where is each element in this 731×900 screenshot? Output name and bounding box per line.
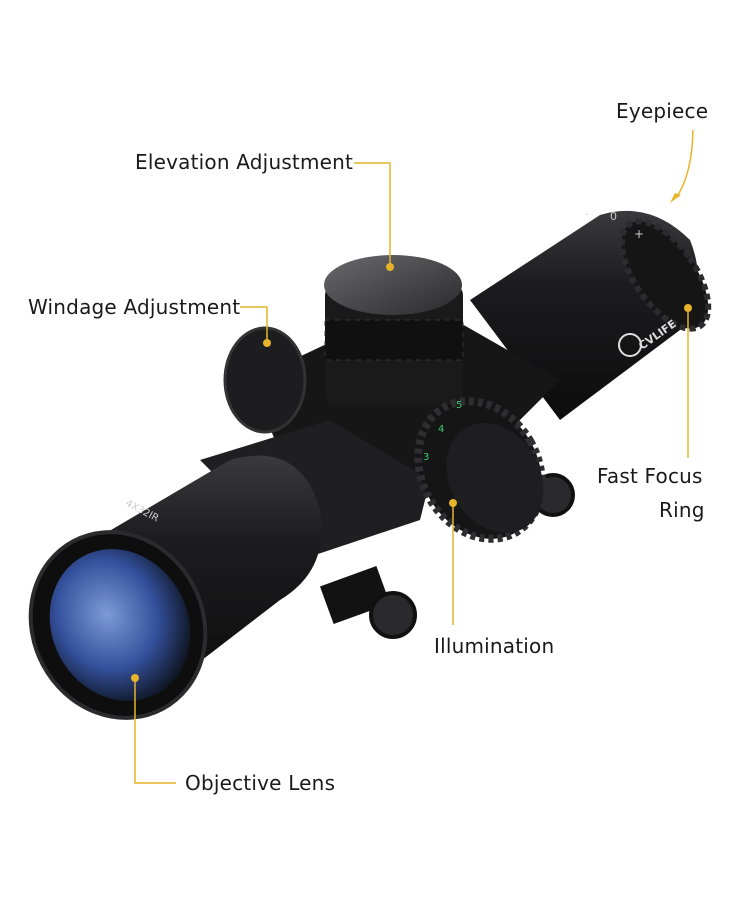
label-elevation-adjustment: Elevation Adjustment — [135, 150, 354, 174]
label-objective-lens: Objective Lens — [185, 771, 336, 795]
illumination-knob: 5 4 3 — [414, 397, 546, 543]
arrowhead-icon — [670, 193, 681, 203]
illumination-mark: 5 — [456, 400, 462, 411]
windage-turret — [223, 326, 307, 434]
eyepiece-callout-arrow — [675, 129, 694, 199]
objective-lens — [49, 549, 191, 701]
label-fast-focus-ring-2: Ring — [659, 498, 705, 522]
windage-callout-line — [240, 306, 268, 343]
label-eyepiece: Eyepiece — [616, 99, 709, 123]
brand-logo-icon — [618, 333, 642, 357]
label-windage-adjustment: Windage Adjustment — [28, 295, 241, 319]
diopter-mark: + — [634, 227, 644, 241]
elevation-callout-line — [354, 162, 391, 267]
focus-ring — [618, 218, 712, 332]
elevation-turret — [324, 255, 464, 405]
mount-knob — [369, 591, 417, 639]
diopter-mark: - — [585, 207, 589, 220]
callout-lines — [134, 129, 694, 784]
illumination-mark: 4 — [438, 424, 444, 435]
diopter-mark: 0 — [610, 210, 617, 223]
label-illumination: Illumination — [434, 634, 555, 658]
objective-bell: 4X32IR — [28, 455, 322, 720]
callout-markers — [131, 193, 692, 682]
illumination-mark: 3 — [423, 452, 429, 463]
objective-callout-line — [134, 678, 176, 784]
label-fast-focus-ring-1: Fast Focus — [597, 464, 703, 488]
